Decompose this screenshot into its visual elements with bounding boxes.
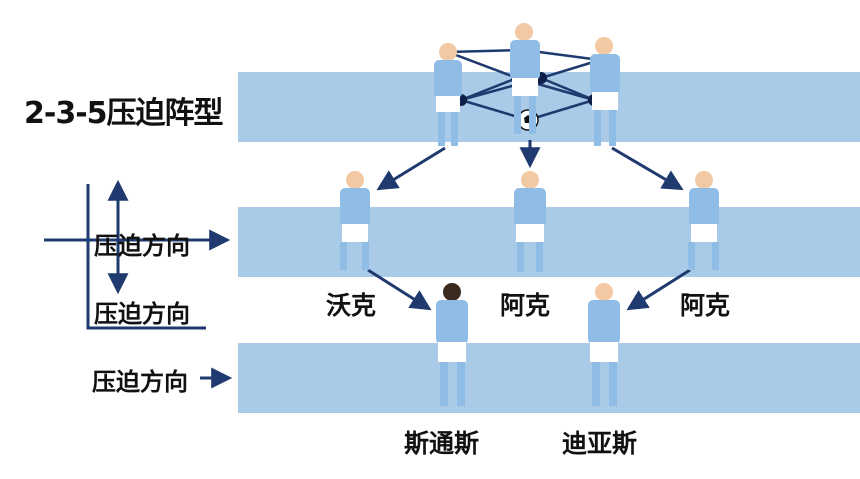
legend-bracket bbox=[86, 184, 206, 330]
player-top-left bbox=[434, 43, 462, 146]
arrow-to-dias bbox=[626, 268, 691, 311]
diagram-title: 2-3-5压迫阵型 bbox=[24, 96, 224, 131]
player-name-ake-center: 阿克 bbox=[500, 291, 551, 320]
pitch-band-top bbox=[238, 72, 860, 142]
player-name-ake-right: 阿克 bbox=[680, 291, 731, 320]
press-direction-label-3: 压迫方向 bbox=[92, 368, 188, 396]
arrow-to-stones bbox=[367, 268, 432, 311]
arrow-to-ake-right bbox=[611, 146, 684, 191]
player-dias-figure bbox=[588, 283, 620, 406]
player-name-dias: 迪亚斯 bbox=[562, 429, 638, 458]
press-direction-label-1: 压迫方向 bbox=[94, 232, 190, 260]
player-top-right bbox=[590, 37, 620, 146]
arrow-to-walker bbox=[376, 146, 446, 191]
player-stones-figure bbox=[436, 283, 468, 406]
pitch-band-bottom bbox=[238, 343, 860, 413]
player-name-stones: 斯通斯 bbox=[404, 429, 480, 458]
player-top-center bbox=[510, 23, 540, 134]
player-ake-center-figure bbox=[514, 171, 546, 272]
player-walker-figure bbox=[340, 171, 370, 270]
press-direction-label-2: 压迫方向 bbox=[94, 300, 190, 328]
player-ake-right-figure bbox=[688, 171, 719, 270]
player-name-walker: 沃克 bbox=[326, 291, 377, 320]
